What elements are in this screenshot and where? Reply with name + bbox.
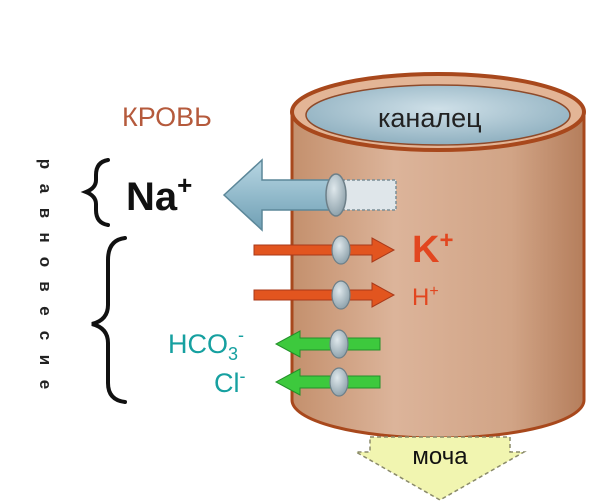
balance-letter: е [36,380,55,389]
tubule-lumen [305,84,571,146]
h-arrow [253,282,396,308]
hco3-pore [329,329,349,359]
blood-label: КРОВЬ [122,102,212,132]
balance-brace [91,236,127,404]
na-pore [325,173,347,217]
balance-letter: с [36,331,55,340]
cl-arrow [274,368,381,396]
h-pore [331,280,351,310]
balance-letter: в [36,208,55,218]
urine-arrow [353,436,527,501]
na-channel-stub [341,179,397,211]
balance-letter: о [36,257,55,267]
tubule-label: каналец [378,103,482,133]
balance-letter: е [36,306,55,315]
hco3-label: HCO3- [168,325,244,364]
balance-letter: р [36,159,55,169]
h-transport [253,280,396,310]
balance-vertical-label: р а в н о в е с и е [36,159,55,389]
cl-transport [274,367,381,397]
balance-letter: в [36,281,55,291]
k-pore [331,235,351,265]
cl-label: Cl- [214,366,246,398]
na-brace [80,158,110,227]
balance-letter: и [36,355,55,365]
balance-letter: а [36,184,55,194]
k-label: K+ [412,227,453,271]
na-label: Na+ [126,170,192,219]
urine-outflow: моча [353,436,527,501]
hco3-arrow [274,330,381,358]
h-label: H+ [412,283,439,311]
hco3-transport [274,329,381,359]
k-arrow [253,237,396,263]
na-transport [222,158,397,232]
balance-letter: н [36,232,55,242]
k-transport [253,235,396,265]
cl-pore [329,367,349,397]
urine-label: моча [412,443,468,470]
